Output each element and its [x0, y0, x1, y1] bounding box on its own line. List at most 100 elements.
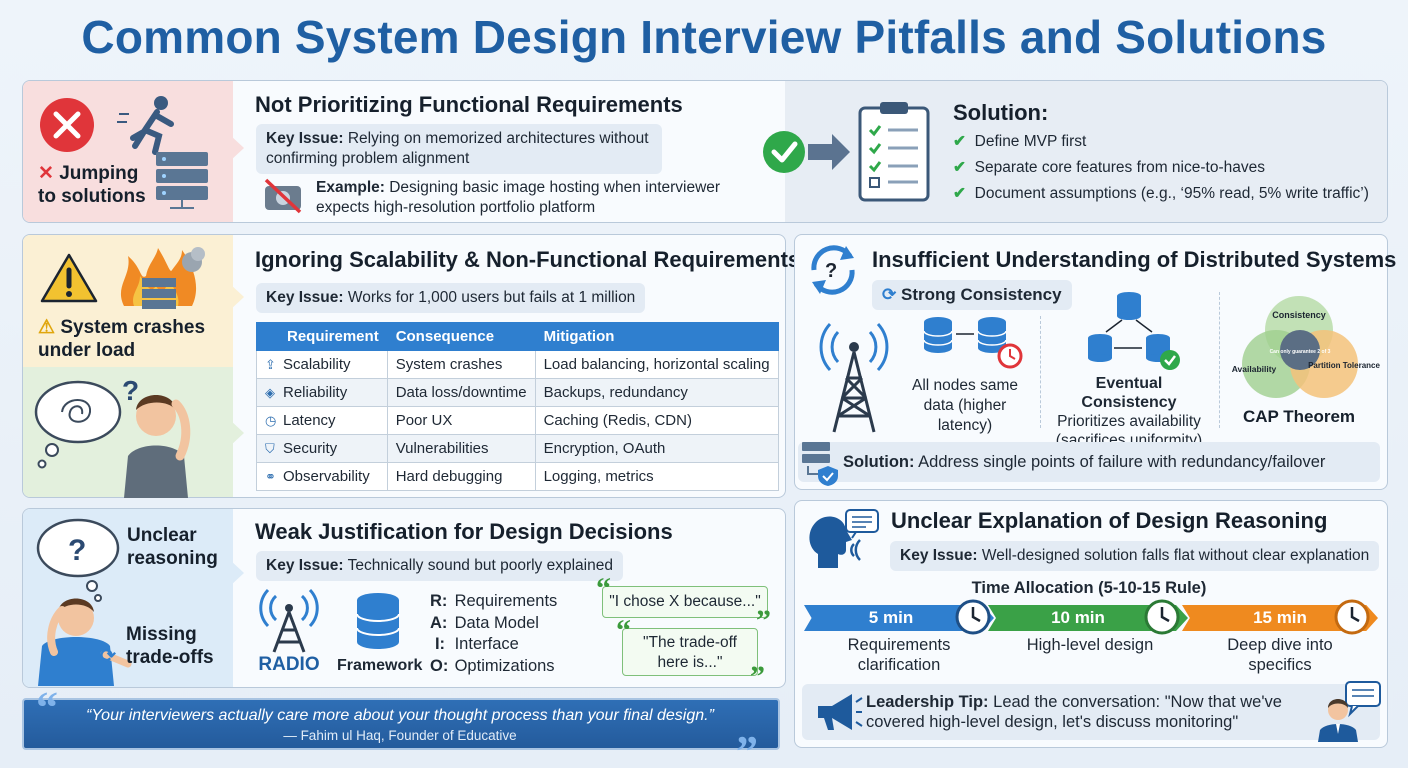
quote-bubble-2: "The trade-off here is..." [622, 628, 758, 676]
table-header-row: Requirement Consequence Mitigation [256, 322, 779, 351]
p1-solution-item: ✔ Separate core features from nice-to-ha… [953, 159, 1265, 176]
cell-consequence: Hard debugging [386, 462, 536, 491]
cell-consequence: Vulnerabilities [386, 434, 536, 463]
strong-description: All nodes same data (higher latency) [912, 377, 1018, 434]
cell-consequence: Data loss/downtime [386, 378, 536, 407]
missing-tradeoffs-label: ⟳ Missing trade-offs [100, 624, 214, 668]
radio-item: R: Requirements [430, 592, 558, 610]
venn-label-availability: Availability [1232, 364, 1277, 374]
thinking-person-icon: ? [36, 518, 132, 686]
time-allocation-title: Time Allocation (5-10-15 Rule) [971, 579, 1207, 597]
burning-server-icon [120, 247, 205, 309]
header-requirement: Requirement [256, 322, 388, 351]
divider-2 [1219, 292, 1220, 428]
quote-bubble-1: "I chose X because..." [602, 586, 768, 618]
cell-mitigation: Caching (Redis, CDN) [534, 406, 779, 435]
running-person-icon [117, 96, 174, 155]
radio-tower-icon [819, 322, 889, 433]
check-icon: ✔ [953, 133, 966, 150]
timeline-label-high-level: High-level design [1026, 636, 1154, 654]
svg-text:?: ? [122, 375, 139, 406]
diamond-icon: ◈ [265, 385, 275, 400]
shield-icon: ⛉ [265, 441, 275, 456]
clock-icon: ◷ [265, 413, 277, 428]
cell-consequence: Poor UX [386, 406, 536, 435]
no-camera-icon [264, 178, 302, 214]
header-consequence: Consequence [386, 322, 536, 351]
header-mitigation: Mitigation [534, 322, 779, 351]
framework-database-icon [356, 593, 400, 649]
cell-mitigation: Load balancing, horizontal scaling [534, 350, 779, 379]
timeline-label-requirements: Requirements clarification [847, 636, 951, 674]
crash-label: ⚠ System crashes under load [38, 317, 206, 361]
framework-label: Framework [337, 657, 423, 674]
small-warning-icon: ⚠ [38, 317, 56, 338]
p1-solution-list: ✔ Define MVP first ✔ Separate core featu… [953, 132, 1383, 204]
venn-label-partition: Partition Tolerance [1308, 361, 1380, 370]
cell-consequence: System crashes [386, 350, 536, 379]
panel2-pointer-bottom [230, 420, 244, 446]
p4-key-issue: Key Issue: Technically sound but poorly … [256, 551, 623, 581]
server-shield-icon [802, 442, 838, 486]
p5-title: Unclear Explanation of Design Reasoning [891, 508, 1328, 533]
banner-quote-close-icon: ” [736, 727, 758, 768]
p3-title: Insufficient Understanding of Distribute… [872, 247, 1397, 272]
nfr-table: Requirement Consequence Mitigation ⇪Scal… [256, 322, 779, 491]
error-x-icon [40, 98, 94, 152]
p1-example: Example: Designing basic image hosting w… [316, 179, 721, 216]
quote-open-icon: “ [616, 614, 631, 647]
quote-close-icon: ” [750, 660, 765, 693]
founder-quote-author: — Fahim ul Haq, Founder of Educative [283, 728, 517, 743]
radio-item: O: Optimizations [430, 656, 555, 675]
sync-icon: ⟳ [100, 646, 116, 667]
server-rack-icon [156, 152, 208, 209]
p1-solution-item: ✔ Document assumptions (e.g., ‘95% read,… [953, 185, 1369, 202]
clock-icon [1144, 599, 1180, 635]
panel-functional-requirements [22, 80, 1388, 223]
cell-mitigation: Logging, metrics [534, 462, 779, 491]
panel1-pointer [230, 135, 244, 161]
panel4-pointer [230, 560, 244, 586]
p1-solution-item: ✔ Define MVP first [953, 133, 1087, 150]
small-x-icon: ✕ [38, 163, 54, 184]
svg-text:?: ? [68, 534, 86, 567]
table-row: ⛉Security Vulnerabilities Encryption, OA… [256, 434, 779, 463]
clock-icon [1334, 599, 1370, 635]
check-icon: ✔ [953, 159, 966, 176]
divider-1 [1040, 316, 1041, 428]
venn-label-consistency: Consistency [1272, 310, 1326, 320]
database-sync-icon [923, 317, 1023, 369]
founder-quote-text: “Your interviewers actually care more ab… [86, 707, 714, 724]
link-icon: ⚭ [265, 469, 276, 484]
check-icon: ✔ [953, 185, 966, 202]
page-title: Common System Design Interview Pitfalls … [81, 11, 1327, 63]
radio-item: A: Data Model [430, 613, 539, 632]
cap-theorem-label: CAP Theorem [1242, 407, 1356, 426]
cell-requirement: ◷Latency [256, 406, 388, 435]
radio-antenna-icon [259, 588, 319, 653]
megaphone-icon [818, 694, 863, 730]
speaker-avatar-icon [1318, 681, 1381, 742]
clock-icon [955, 599, 991, 635]
p1-key-issue: Key Issue: Relying on memorized architec… [256, 124, 662, 174]
clipboard-checklist-icon [858, 102, 930, 202]
radio-list: R: Requirements A: Data Model I: Interfa… [430, 591, 580, 677]
table-row: ⚭Observability Hard debugging Logging, m… [256, 462, 779, 491]
sync-icon: ⟳ [882, 285, 897, 304]
check-arrow-icon [763, 131, 850, 173]
cell-requirement: ◈Reliability [256, 378, 388, 407]
unclear-reasoning-label: Unclear reasoning [127, 525, 218, 569]
svg-text:?: ? [825, 260, 837, 282]
p1-solution-title: Solution: [953, 100, 1049, 125]
leadership-tip: Leadership Tip: Lead the conversation: "… [866, 693, 1282, 731]
jumping-label: ✕ Jumping to solutions [38, 163, 146, 207]
venn-center-label: Can only guarantee 2 of 3 [1270, 349, 1331, 355]
p5-key-issue: Key Issue: Well-designed solution falls … [890, 541, 1380, 571]
table-row: ⇪Scalability System crashes Load balanci… [256, 350, 779, 379]
eventual-databases-icon [1088, 292, 1180, 370]
radio-label: RADIO [258, 654, 320, 675]
p2-key-issue: Key Issue: Works for 1,000 users but fai… [256, 283, 646, 313]
banner-quote-open-icon: “ [36, 683, 58, 732]
p2-title: Ignoring Scalability & Non-Functional Re… [255, 247, 801, 272]
p1-title: Not Prioritizing Functional Requirements [255, 92, 683, 117]
